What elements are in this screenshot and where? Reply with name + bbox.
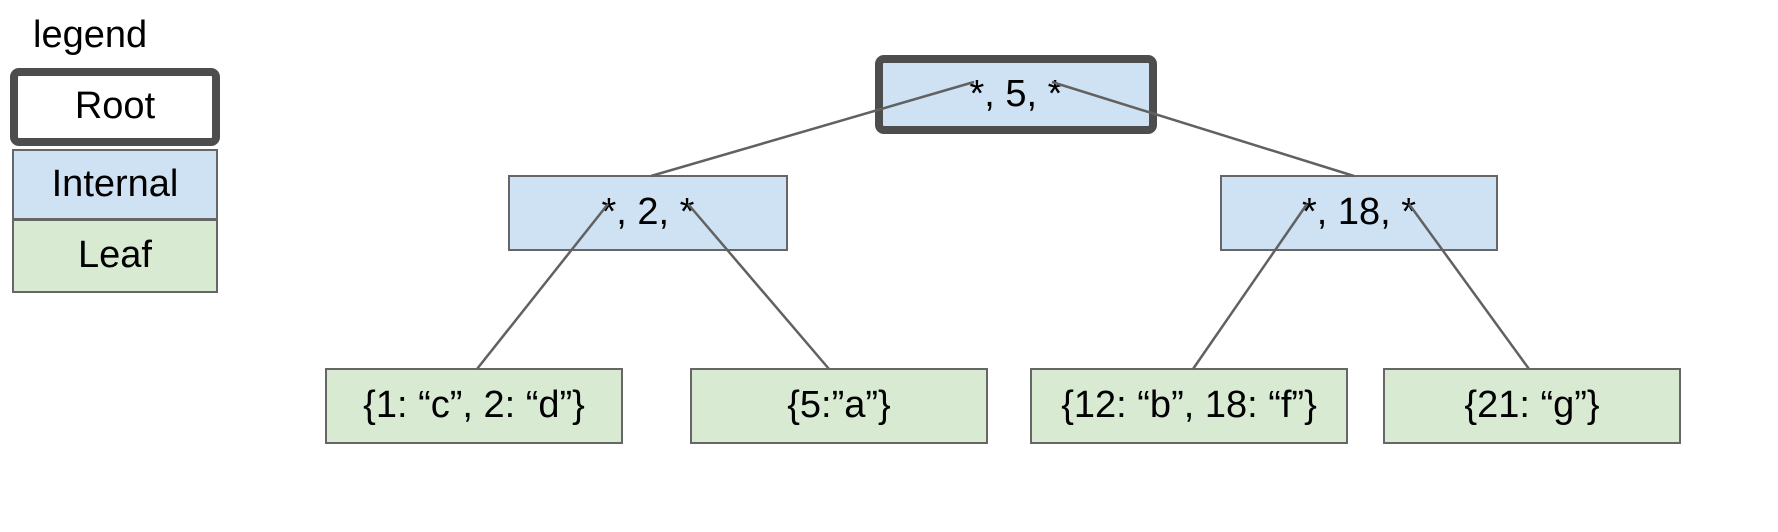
internal-node-right: *, 18, *: [1220, 175, 1498, 251]
leaf-node-3: {12: “b”, 18: “f”}: [1030, 368, 1348, 444]
legend-item-leaf: Leaf: [12, 219, 218, 293]
internal-node-left: *, 2, *: [508, 175, 788, 251]
legend-item-internal: Internal: [12, 149, 218, 220]
leaf-node-2: {5:”a”}: [690, 368, 988, 444]
legend-item-root: Root: [10, 68, 220, 146]
leaf-node-1: {1: “c”, 2: “d”}: [325, 368, 623, 444]
leaf-node-4: {21: “g”}: [1383, 368, 1681, 444]
legend-title: legend: [33, 14, 148, 56]
tree-root-node: *, 5, *: [875, 55, 1157, 134]
